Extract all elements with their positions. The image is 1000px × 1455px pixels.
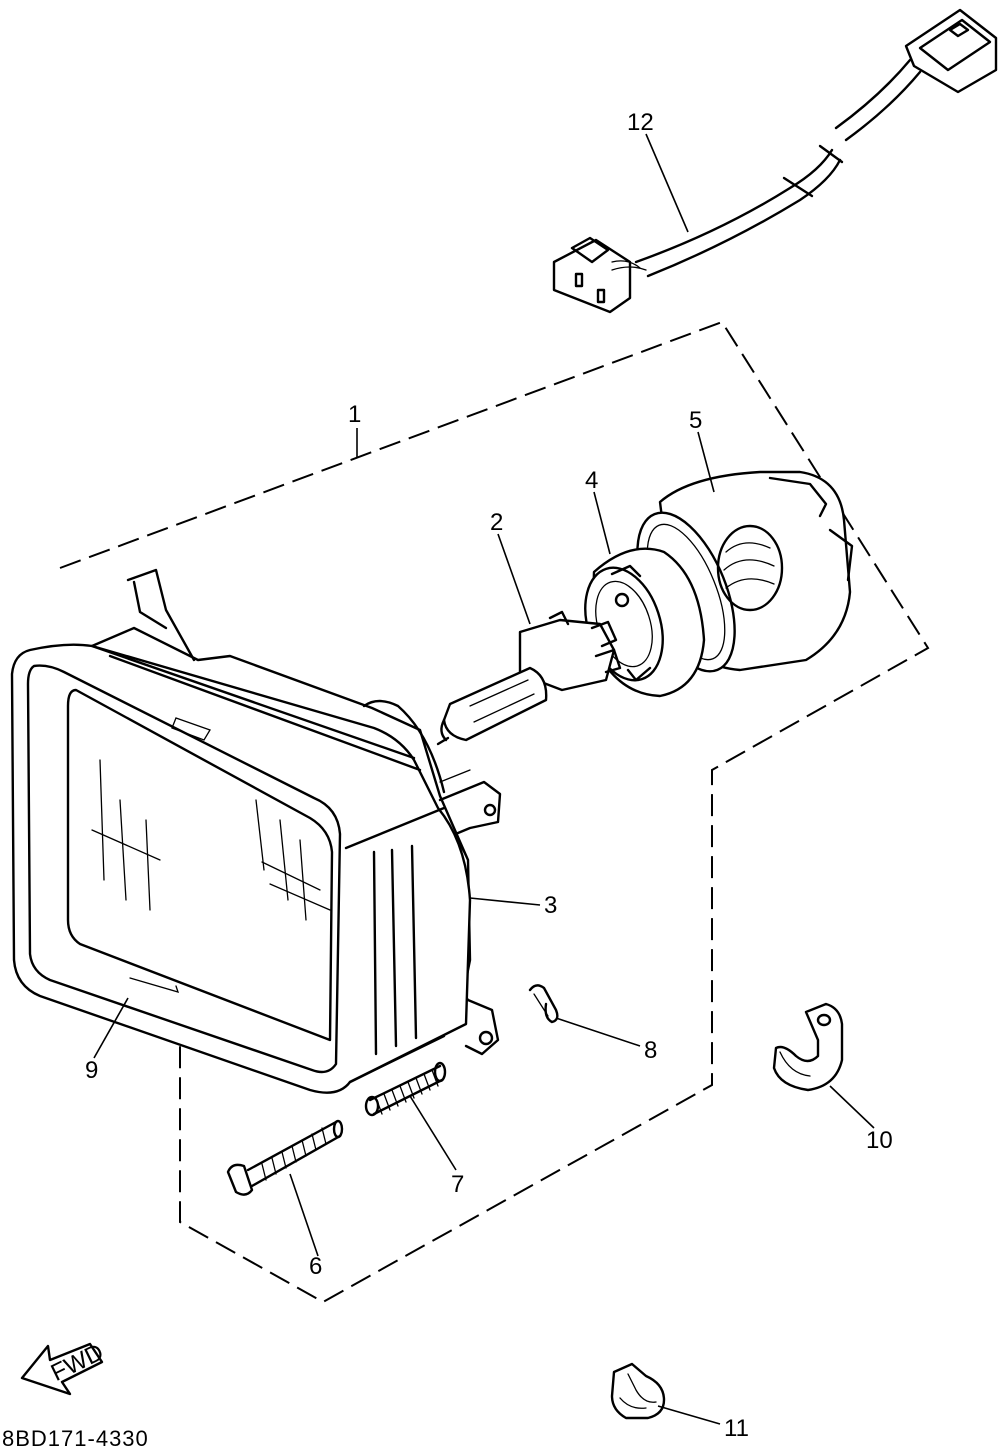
part-8-cotter-pin xyxy=(528,984,559,1024)
callout-8: 8 xyxy=(644,1037,657,1064)
callout-10: 10 xyxy=(866,1127,893,1154)
callout-leader-lines xyxy=(93,133,875,1425)
part-11-cable-clip xyxy=(610,1362,666,1420)
callout-4: 4 xyxy=(585,467,598,494)
part-12-wire-harness xyxy=(552,8,998,314)
callout-12: 12 xyxy=(627,109,654,136)
callout-2: 2 xyxy=(490,509,503,536)
part-6-adjusting-screw xyxy=(226,1119,344,1196)
callout-7: 7 xyxy=(451,1171,464,1198)
callout-3: 3 xyxy=(544,892,557,919)
part-10-clamp xyxy=(772,1002,844,1092)
callout-5: 5 xyxy=(689,407,702,434)
part-7-adjusting-spring xyxy=(364,1061,447,1117)
part-2-headlight-bulb xyxy=(436,610,622,746)
callout-1: 1 xyxy=(348,401,361,428)
callout-11: 11 xyxy=(724,1415,749,1442)
fwd-direction-arrow: FWD xyxy=(20,1339,108,1396)
part-9-headlight-rim xyxy=(10,643,472,1094)
callout-6: 6 xyxy=(309,1253,322,1280)
diagram-code: 8BD171-4330 xyxy=(2,1426,149,1451)
callout-9: 9 xyxy=(85,1057,98,1084)
fwd-arrow-label: FWD xyxy=(47,1339,108,1387)
